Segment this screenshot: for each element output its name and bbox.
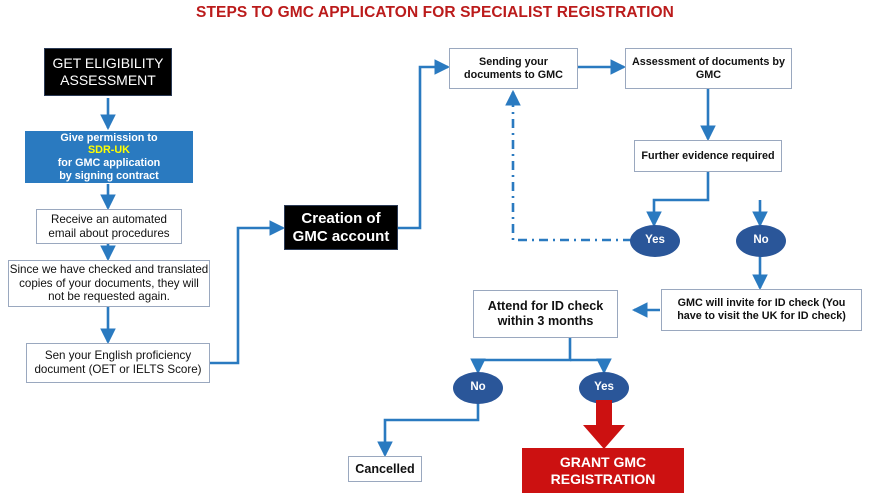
permission-text-prefix: Give permission to (60, 131, 158, 144)
node-sending-documents-to-gmc[interactable]: Sending your documents to GMC (449, 48, 578, 89)
automated-email-line-2: email about procedures (48, 226, 170, 240)
evidence-yes-label: Yes (645, 234, 665, 247)
assessment-line-1: Assessment of documents by (632, 55, 785, 68)
evidence-no-label: No (753, 234, 769, 247)
node-give-permission[interactable]: Give permission to SDR-UK for GMC applic… (25, 131, 193, 183)
node-creation-of-gmc-account[interactable]: Creation of GMC account (284, 205, 398, 250)
node-english-proficiency[interactable]: Sen your English proficiency document (O… (26, 343, 210, 383)
assessment-line-2: GMC (695, 68, 722, 81)
node-assessment-of-documents[interactable]: Assessment of documents by GMC (625, 48, 792, 89)
eligibility-line-2: ASSESSMENT (60, 72, 156, 88)
gmc-account-line-2: GMC account (292, 227, 390, 245)
node-grant-gmc-registration[interactable]: GRANT GMC REGISTRATION (522, 448, 684, 493)
grant-line-2: REGISTRATION (550, 470, 656, 487)
english-line-1: Sen your English proficiency (44, 349, 192, 363)
permission-line-2: for GMC application (57, 157, 161, 169)
grant-line-1: GRANT GMC (559, 453, 647, 470)
node-get-eligibility-assessment[interactable]: GET ELIGIBILITY ASSESSMENT (44, 48, 172, 96)
page-title: STEPS TO GMC APPLICATON FOR SPECIALIST R… (196, 4, 674, 21)
attend-line-2: within 3 months (497, 314, 594, 328)
invite-line-1: GMC will invite for ID check (You (677, 297, 846, 310)
node-receive-automated-email[interactable]: Receive an automated email about procedu… (36, 209, 182, 244)
gmc-account-line-1: Creation of (301, 209, 381, 227)
attend-no-label: No (470, 381, 486, 394)
automated-email-line-1: Receive an automated (50, 212, 167, 226)
sdr-uk-highlight: SDR-UK (87, 144, 130, 157)
attend-line-1: Attend for ID check (487, 299, 604, 314)
english-line-2: document (OET or IELTS Score) (34, 363, 202, 376)
node-gmc-invite-id-check[interactable]: GMC will invite for ID check (You have t… (661, 289, 862, 331)
ellipse-attend-yes[interactable]: Yes (579, 372, 629, 404)
sending-line-2: documents to GMC (464, 68, 563, 81)
checked-line-1: Since we have checked and translated (9, 262, 209, 276)
permission-line-3: by signing contract (59, 169, 159, 182)
node-attend-id-check[interactable]: Attend for ID check within 3 months (473, 290, 618, 338)
cancelled-label: Cancelled (355, 461, 415, 476)
ellipse-evidence-no[interactable]: No (736, 225, 786, 257)
node-cancelled[interactable]: Cancelled (348, 456, 422, 482)
ellipse-attend-no[interactable]: No (453, 372, 503, 404)
sending-line-1: Sending your (479, 55, 548, 68)
red-block-arrow-icon (583, 400, 625, 449)
attend-yes-label: Yes (594, 381, 614, 394)
ellipse-evidence-yes[interactable]: Yes (630, 225, 680, 257)
eligibility-line-1: GET ELIGIBILITY (52, 55, 164, 72)
node-further-evidence-required[interactable]: Further evidence required (634, 140, 782, 172)
permission-line-1: Give permission to SDR-UK (58, 132, 161, 157)
further-evidence-line-1: Further evidence required (641, 149, 775, 162)
checked-line-2: copies of your documents, they will (19, 276, 199, 290)
invite-line-2: have to visit the UK for ID check) (677, 310, 846, 322)
checked-line-3: not be requested again. (48, 290, 170, 304)
node-documents-checked-translated[interactable]: Since we have checked and translated cop… (8, 260, 210, 307)
